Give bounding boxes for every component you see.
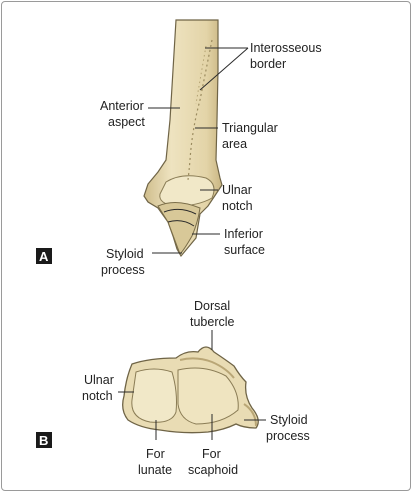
label-dorsal-2: tubercle — [190, 315, 235, 329]
label-styloid-2-a: process — [101, 263, 145, 277]
label-ulnar-2-a: notch — [222, 199, 253, 213]
label-styloid-1-b: Styloid — [270, 413, 308, 427]
label-scaphoid-2: scaphoid — [188, 463, 238, 477]
label-lunate-1: For — [146, 447, 165, 461]
panel-a-tag: A — [39, 249, 49, 264]
label-interosseous-2: border — [250, 57, 286, 71]
panel-a-tag-bg — [36, 248, 52, 264]
radius-inferior-view — [122, 346, 259, 434]
lunate-facet — [131, 368, 177, 423]
leader-interosseous-b — [199, 47, 249, 91]
label-lunate-2: lunate — [138, 463, 172, 477]
label-ulnar-2-b: notch — [82, 389, 113, 403]
panel-b-tag-bg — [36, 432, 52, 448]
label-anterior-1: Anterior — [100, 99, 144, 113]
label-interosseous-1: Interosseous — [250, 41, 322, 55]
interosseous-border-line — [187, 39, 213, 181]
radius-anterior-view — [143, 19, 223, 258]
label-ulnar-1-a: Ulnar — [222, 183, 252, 197]
label-anterior-2: aspect — [108, 115, 145, 129]
label-triangular-2: area — [222, 137, 247, 151]
label-styloid-1-a: Styloid — [106, 247, 144, 261]
label-triangular-1: Triangular — [222, 121, 278, 135]
panel-b-tag: B — [39, 433, 48, 448]
label-ulnar-1-b: Ulnar — [84, 373, 114, 387]
label-scaphoid-1: For — [202, 447, 221, 461]
scaphoid-facet — [177, 367, 239, 425]
label-dorsal-1: Dorsal — [194, 299, 230, 313]
inferior-surface-area — [157, 202, 201, 255]
label-styloid-2-b: process — [266, 429, 310, 443]
label-inferior-2: surface — [224, 243, 265, 257]
label-inferior-1: Inferior — [224, 227, 263, 241]
